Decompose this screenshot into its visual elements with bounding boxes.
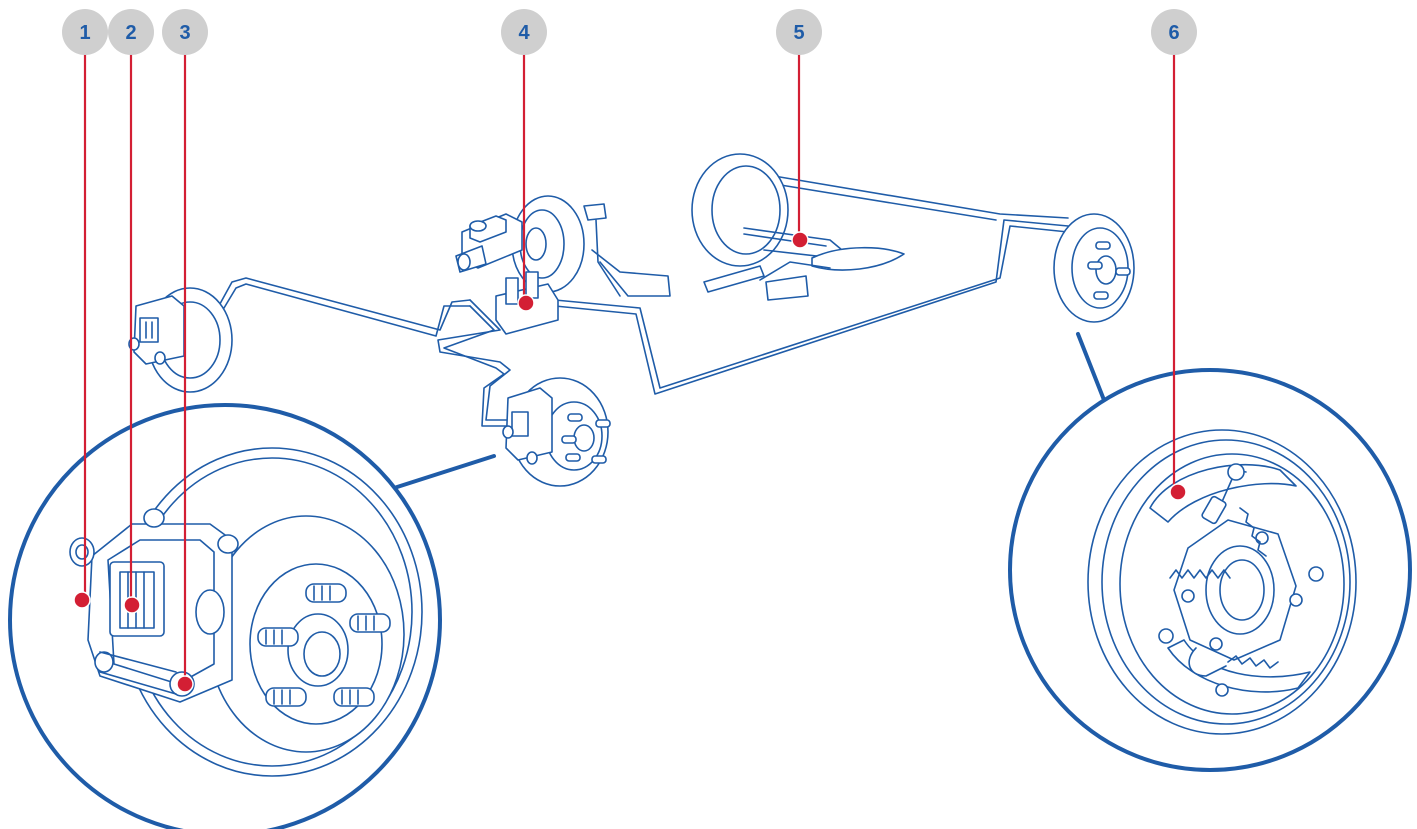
callout-number-3: 3	[179, 22, 190, 44]
zoom-connector-left	[392, 454, 496, 490]
callout-dots	[73, 231, 1187, 693]
callout-dot-3	[176, 675, 194, 693]
callout-number-6: 6	[1168, 22, 1179, 44]
callout-number-4: 4	[518, 22, 530, 44]
callout-number-1: 1	[79, 22, 90, 44]
leader-lines	[83, 48, 1176, 684]
callout-badge-2[interactable]: 2	[108, 9, 154, 55]
callout-badge-5[interactable]: 5	[776, 9, 822, 55]
disc-brake-detail	[8, 403, 442, 829]
master-cylinder-assembly	[455, 195, 621, 335]
brake-lines	[184, 173, 1069, 427]
wheel-studs	[257, 583, 391, 707]
callout-dot-6	[1169, 483, 1187, 501]
callout-badge-3[interactable]: 3	[162, 9, 208, 55]
callout-dot-5	[791, 231, 809, 249]
callout-number-2: 2	[125, 22, 136, 44]
callout-dot-4	[517, 294, 535, 312]
callout-badge-6[interactable]: 6	[1151, 9, 1197, 55]
callout-badge-1[interactable]: 1	[62, 9, 108, 55]
drum-brake-detail	[1008, 368, 1412, 772]
front-right-disc-small	[502, 377, 611, 487]
rear-axle	[691, 153, 1135, 323]
front-left-disc-small	[128, 287, 233, 393]
callout-badge-4[interactable]: 4	[501, 9, 547, 55]
return-springs	[1169, 507, 1279, 669]
callout-dot-2	[123, 596, 141, 614]
callout-number-5: 5	[793, 22, 804, 44]
zoom-connector-right	[1076, 332, 1106, 402]
callout-dot-1	[73, 591, 91, 609]
callout-badges: 1 2 3 4 5 6	[62, 9, 1197, 55]
